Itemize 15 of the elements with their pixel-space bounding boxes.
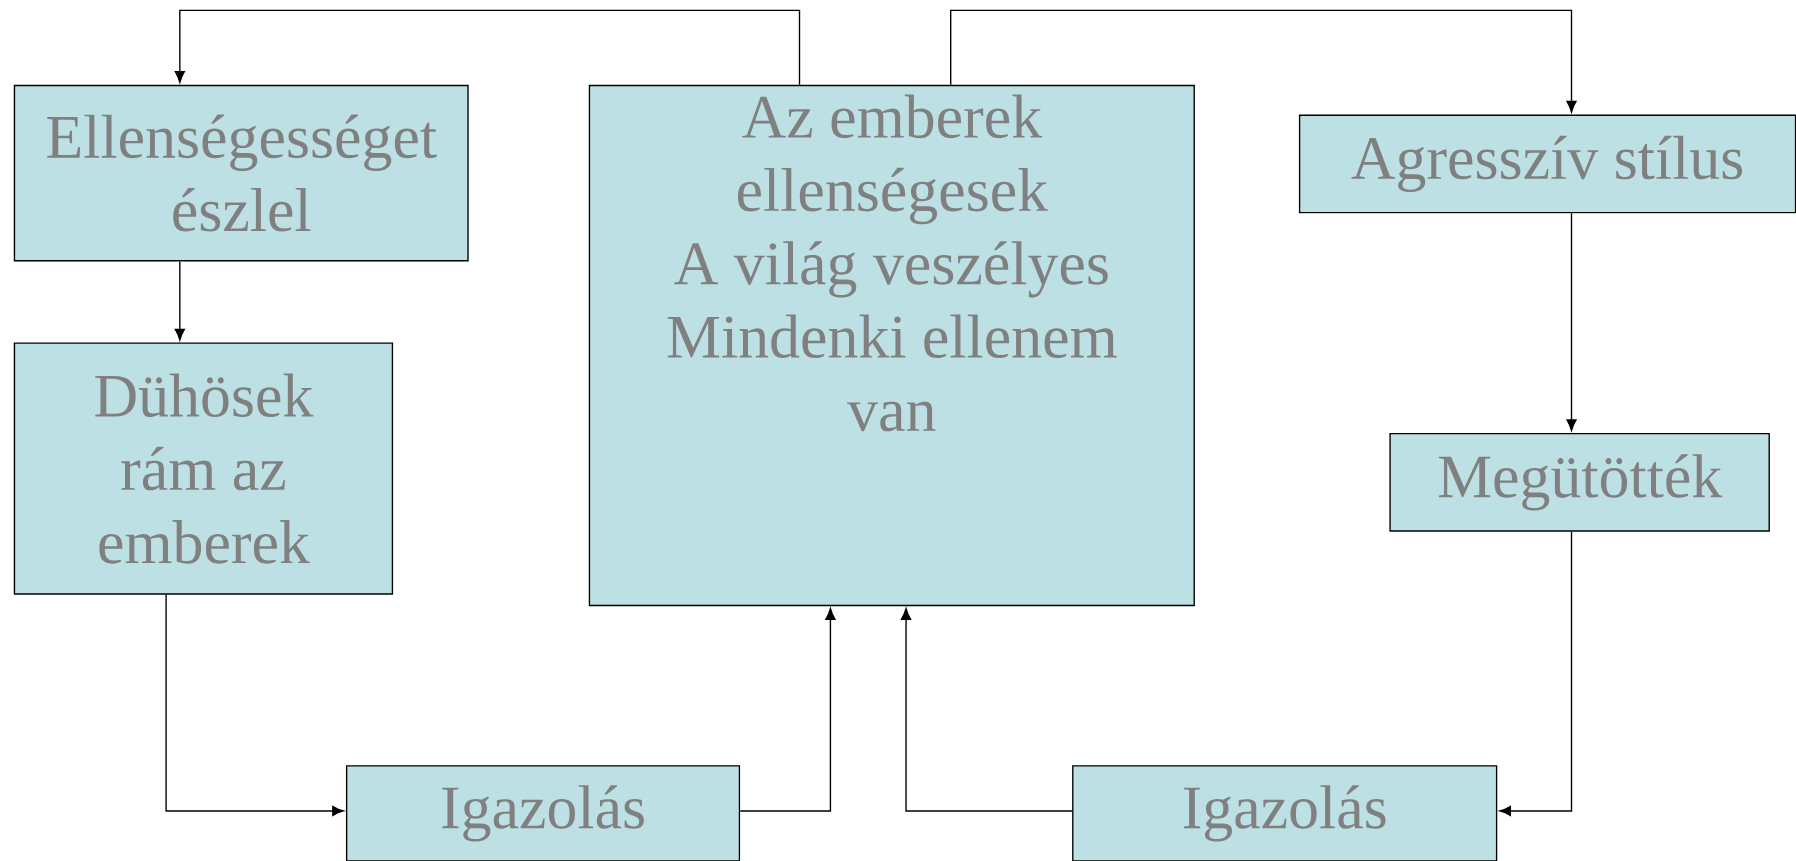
arrow xyxy=(1566,212,1577,431)
text-box: Megütötték xyxy=(1389,432,1770,532)
text-box: Agresszív stílus xyxy=(1298,114,1796,214)
arrow xyxy=(174,9,801,86)
arrow xyxy=(174,260,185,341)
text-box: Igazolás xyxy=(345,764,741,861)
text-box: Az emberek ellenségesek A világ veszélyes Mindenki ellenem van xyxy=(588,84,1195,606)
arrow xyxy=(1499,530,1573,816)
text-box: Ellenségességet észlel xyxy=(13,84,469,262)
text-box: Dühösek rám az emberek xyxy=(13,342,394,595)
arrow xyxy=(739,607,836,812)
text-box: Igazolás xyxy=(1072,764,1498,861)
arrow xyxy=(950,9,1577,113)
arrow xyxy=(165,593,345,816)
arrow xyxy=(900,607,1073,812)
